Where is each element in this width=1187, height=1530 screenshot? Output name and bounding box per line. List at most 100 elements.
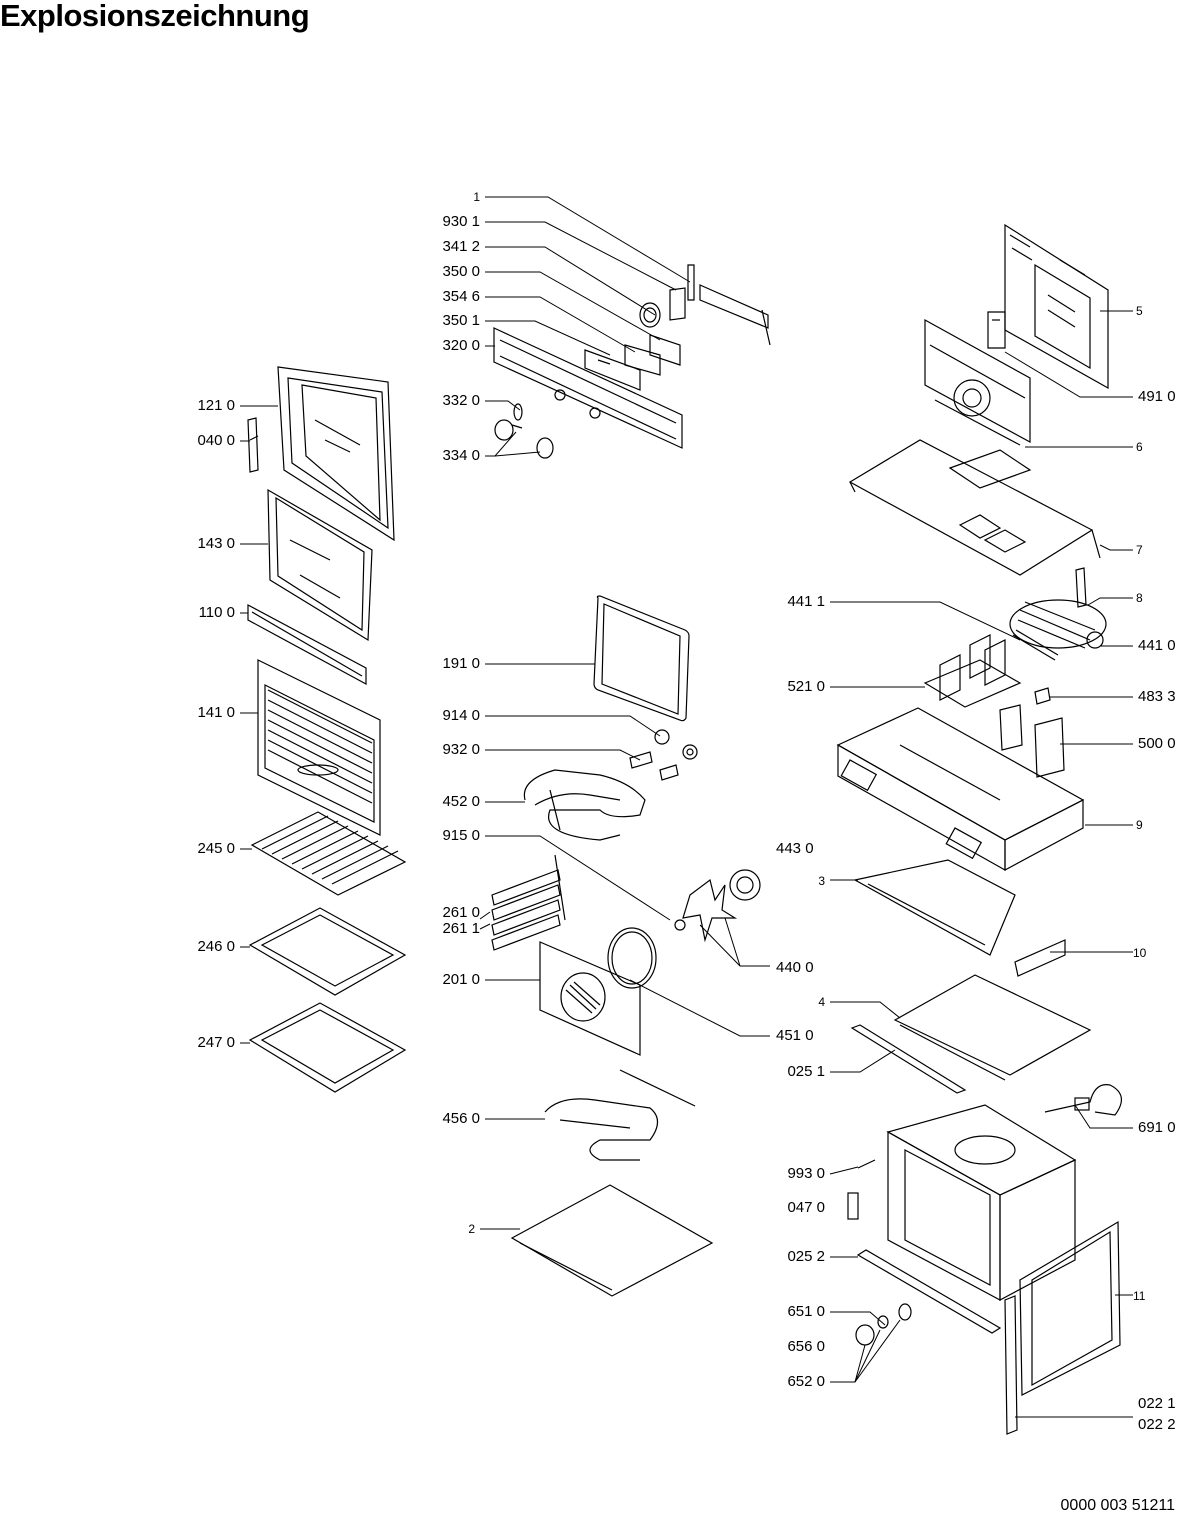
inner-glass-drawing (267, 488, 373, 642)
part-label-6: 6 (1136, 440, 1143, 454)
part-label-4: 4 (818, 995, 825, 1009)
plate-4-drawing (893, 974, 1092, 1081)
part-label-9150: 915 0 (442, 827, 480, 844)
part-label-5: 5 (1136, 304, 1143, 318)
part-label-9320: 932 0 (442, 741, 480, 758)
door-handle-drawing (247, 417, 259, 473)
part-label-9140: 914 0 (442, 707, 480, 724)
bracket-10-drawing (1014, 939, 1066, 977)
part-label-0251: 025 1 (787, 1063, 825, 1080)
knob-parts-drawing (855, 1303, 912, 1346)
cooling-fan-drawing (1009, 599, 1107, 649)
side-door-11-drawing (1019, 1220, 1121, 1396)
top-heater-drawing (523, 769, 646, 841)
part-label-2611: 261 1 (442, 920, 480, 937)
top-cover-drawing (848, 439, 1101, 576)
baking-tray-drawing (248, 907, 407, 996)
connector-drawing (1034, 687, 1051, 705)
heat-shield-3-drawing (853, 859, 1016, 956)
part-label-6560: 656 0 (787, 1338, 825, 1355)
part-label-9301: 930 1 (442, 213, 480, 230)
rear-cover-drawing (1004, 223, 1109, 390)
part-label-4411: 441 1 (787, 593, 825, 610)
grill-rack-drawing (250, 811, 407, 896)
screw-drawing (857, 1159, 876, 1169)
part-label-4833: 483 3 (1138, 688, 1176, 705)
rear-panel-drawing (539, 941, 641, 1056)
part-label-1210: 121 0 (197, 397, 235, 414)
part-label-6910: 691 0 (1138, 1119, 1176, 1136)
control-board-drawing (923, 634, 1022, 708)
leader-lines (240, 196, 1133, 1418)
part-label-4910: 491 0 (1138, 388, 1176, 405)
control-bracket-drawing (669, 264, 771, 346)
document-number: 0000 003 51211 (1060, 1497, 1175, 1514)
part-label-11: 11 (1133, 1289, 1146, 1303)
back-wall-drawing (924, 318, 1031, 446)
part-label-3320: 332 0 (442, 392, 480, 409)
part-label-0221: 022 1 (1138, 1395, 1176, 1412)
part-label-6510: 651 0 (787, 1303, 825, 1320)
part-label-10: 10 (1133, 946, 1147, 960)
glass-strip-drawing (247, 603, 367, 686)
part-label-2470: 247 0 (197, 1034, 235, 1051)
part-label-0222: 022 2 (1138, 1416, 1176, 1433)
part-label-1: 1 (473, 190, 480, 204)
part-label-0252: 025 2 (787, 1248, 825, 1265)
part-label-3: 3 (818, 874, 825, 888)
part-label-9930: 993 0 (787, 1165, 825, 1182)
hinge-block-drawing (847, 1192, 859, 1220)
part-label-4410: 441 0 (1138, 637, 1176, 654)
bottom-heater-drawing (544, 1069, 696, 1161)
part-label-5000: 500 0 (1138, 735, 1176, 752)
page-title: Explosionszeichnung (0, 0, 310, 33)
deep-tray-drawing (248, 1002, 407, 1093)
part-label-1430: 143 0 (197, 535, 235, 552)
fan-shaft-drawing (1012, 629, 1059, 661)
bottom-panel-drawing (510, 1184, 714, 1297)
side-rail-022-drawing (1004, 1295, 1018, 1435)
knob-ring-drawing (639, 302, 661, 328)
strip-8-drawing (1075, 567, 1087, 608)
lamp-parts-drawing (629, 729, 698, 781)
rail-0251-drawing (850, 1024, 967, 1094)
part-label-2610: 261 0 (442, 904, 480, 921)
terminal-block-drawing (987, 311, 1006, 349)
electronic-module-drawing (584, 334, 681, 391)
part-label-2010: 201 0 (442, 971, 480, 988)
part-label-8: 8 (1136, 591, 1143, 605)
fan-heater-ring-drawing (607, 927, 657, 989)
part-label-3500: 350 0 (442, 263, 480, 280)
part-label-4400: 440 0 (776, 959, 814, 976)
control-panel-drawing (493, 327, 683, 449)
shelf-guides-drawing (491, 854, 566, 951)
part-label-4430: 443 0 (776, 840, 814, 857)
relay-block-drawing (999, 704, 1065, 778)
base-housing-drawing (836, 707, 1085, 872)
part-label-0470: 047 0 (787, 1199, 825, 1216)
part-label-1910: 191 0 (442, 655, 480, 672)
oven-cavity-drawing (886, 1104, 1077, 1302)
part-label-1100: 110 0 (198, 604, 235, 621)
part-label-6520: 652 0 (787, 1373, 825, 1390)
part-label-0400: 040 0 (197, 432, 235, 449)
fan-assembly-drawing (674, 869, 761, 943)
part-label-2: 2 (468, 1222, 475, 1236)
temp-sensor-drawing (1044, 1084, 1122, 1116)
part-label-9: 9 (1136, 818, 1143, 832)
part-label-4520: 452 0 (442, 793, 480, 810)
part-label-2460: 246 0 (197, 938, 235, 955)
part-label-7: 7 (1136, 543, 1143, 557)
part-label-3501: 350 1 (442, 312, 480, 329)
door-frame-drawing (277, 366, 395, 542)
control-knobs-drawing (494, 403, 554, 459)
oven-seal-drawing (593, 595, 690, 722)
part-label-4560: 456 0 (442, 1110, 480, 1127)
part-label-3546: 354 6 (442, 288, 480, 305)
part-label-4510: 451 0 (776, 1027, 814, 1044)
front-panel-drawing (257, 659, 381, 836)
part-label-1410: 141 0 (197, 704, 235, 721)
part-label-3200: 320 0 (442, 337, 480, 354)
part-label-3340: 334 0 (442, 447, 480, 464)
